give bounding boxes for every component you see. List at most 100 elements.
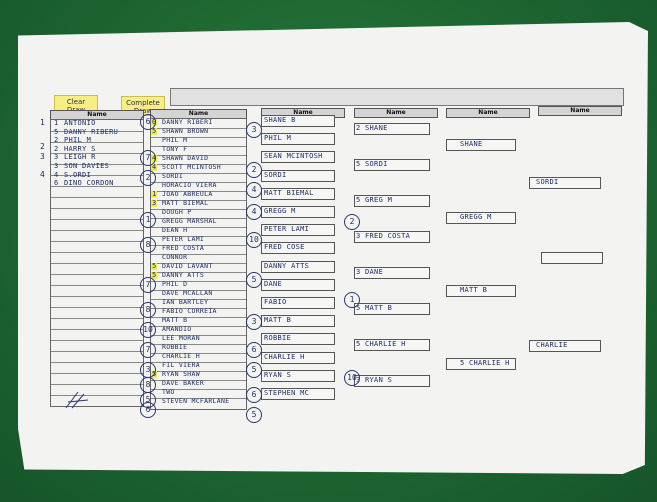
player-name: CHARLIE — [536, 341, 568, 349]
grid-line — [151, 254, 246, 255]
grid-line — [151, 209, 246, 210]
player-name: 2 SHANE — [356, 124, 388, 132]
side-number: 1 — [40, 118, 45, 127]
grid-line — [151, 128, 246, 129]
circled-score: 1 — [140, 212, 156, 228]
bracket-slot — [261, 169, 335, 182]
player-name: DANNY ATTS — [162, 271, 205, 279]
grid-line — [51, 263, 143, 264]
circled-score: 5 — [246, 407, 262, 423]
player-name: JOAO ABREULA — [162, 190, 213, 198]
bracket-slot — [261, 224, 335, 237]
player-name: HARRY S — [64, 144, 96, 153]
player-name: MATT B — [460, 286, 488, 294]
side-number: 2 — [40, 142, 45, 151]
player-name: DAVE MCALLAN — [162, 289, 213, 297]
circled-score: 7 — [140, 277, 156, 293]
grid-line — [151, 389, 246, 390]
bracket-slot — [529, 340, 601, 352]
circled-score: 8 — [140, 237, 156, 253]
grid-line — [51, 219, 143, 220]
player-name: 5 SORDI — [356, 160, 388, 168]
column-header-label: Name — [87, 111, 107, 118]
player-name: RYAN S — [264, 370, 292, 379]
circled-score: 8 — [140, 377, 156, 393]
bracket-slot — [446, 358, 516, 370]
circled-score: 4 — [246, 204, 262, 220]
yellow-highlight — [151, 191, 157, 198]
player-name: SHANE — [460, 140, 483, 148]
grid-line — [151, 398, 246, 399]
player-name: MATT B — [162, 316, 188, 324]
player-name: 5 MATT B — [356, 304, 393, 312]
entry-number: 1 — [152, 190, 157, 198]
player-name: ANTONIO — [64, 119, 96, 127]
player-name: STEPHEN MC — [264, 389, 310, 397]
bracket-slot — [529, 177, 601, 189]
circled-score: 10 — [344, 370, 360, 386]
grid-line — [151, 317, 246, 318]
side-number: 3 — [40, 152, 45, 161]
grid-line — [51, 186, 143, 187]
entry-number: 2 — [54, 144, 59, 153]
side-number: 4 — [40, 170, 45, 179]
player-name: SON DAVIES — [64, 162, 110, 170]
player-name: PETER LAMI — [162, 235, 205, 243]
bracket-slot — [261, 278, 335, 291]
grid-line — [151, 272, 246, 273]
bracket-slot — [354, 267, 430, 279]
circled-score: 7 — [140, 342, 156, 358]
player-name: LEE MORAN — [162, 334, 200, 342]
grid-line — [51, 208, 143, 209]
bracket-slot — [446, 285, 516, 297]
bracket-slot — [261, 187, 335, 200]
yellow-highlight — [151, 164, 157, 171]
player-name: 3 FRED COSTA — [356, 232, 411, 240]
circled-score: 8 — [140, 302, 156, 318]
grid-line — [151, 353, 246, 354]
grid-line — [51, 230, 143, 231]
player-name: 5 GREG M — [356, 196, 393, 204]
player-name: MATT BIEMAL — [264, 188, 314, 197]
bracket-slot — [446, 212, 516, 224]
grid-line — [151, 173, 246, 174]
player-name: GREGG MARSHAL — [162, 217, 217, 225]
grid-line — [151, 182, 246, 183]
grid-line — [151, 164, 246, 165]
column-header-4: Name — [354, 108, 438, 118]
player-name: SORDI — [162, 172, 184, 180]
player-name: HORACIO VIERA — [162, 181, 217, 189]
player-name: LEIGH R — [64, 153, 96, 162]
circled-score: 2 — [140, 170, 156, 186]
grid-line — [151, 191, 246, 192]
grid-line — [51, 329, 143, 330]
circled-score: 2 — [246, 162, 262, 178]
player-name: MATT BIEMAL — [162, 199, 209, 207]
grid-line — [151, 155, 246, 156]
circled-score: 10 — [140, 322, 156, 338]
column-header-label: Name — [570, 107, 590, 114]
player-name: DANE — [264, 279, 283, 288]
player-name: SHAWN DAVID — [162, 154, 209, 162]
bracket-slot — [354, 339, 430, 351]
player-name: PHIL D — [162, 280, 188, 288]
player-name: FABIO CORREIA — [162, 307, 217, 315]
grid-line — [151, 335, 246, 336]
column-header-5: Name — [446, 108, 530, 118]
circled-score: 4 — [246, 182, 262, 198]
grid-line — [151, 227, 246, 228]
bracket-slot — [261, 242, 335, 255]
player-name: ROBBIE — [162, 343, 188, 351]
entry-number: 3 — [152, 199, 157, 207]
player-name: STEVEN MCFARLANE — [162, 397, 230, 405]
bracket-slot — [354, 231, 430, 243]
column-header-label: Name — [386, 109, 406, 116]
entry-number: 5 — [152, 262, 157, 270]
bracket-slot — [261, 151, 335, 164]
grid-line — [51, 307, 143, 308]
entry-number: 1 — [54, 119, 59, 127]
bracket-slot — [261, 333, 335, 346]
grid-line — [51, 197, 143, 198]
grid-line — [51, 340, 143, 341]
player-name: PHIL M — [64, 136, 92, 145]
